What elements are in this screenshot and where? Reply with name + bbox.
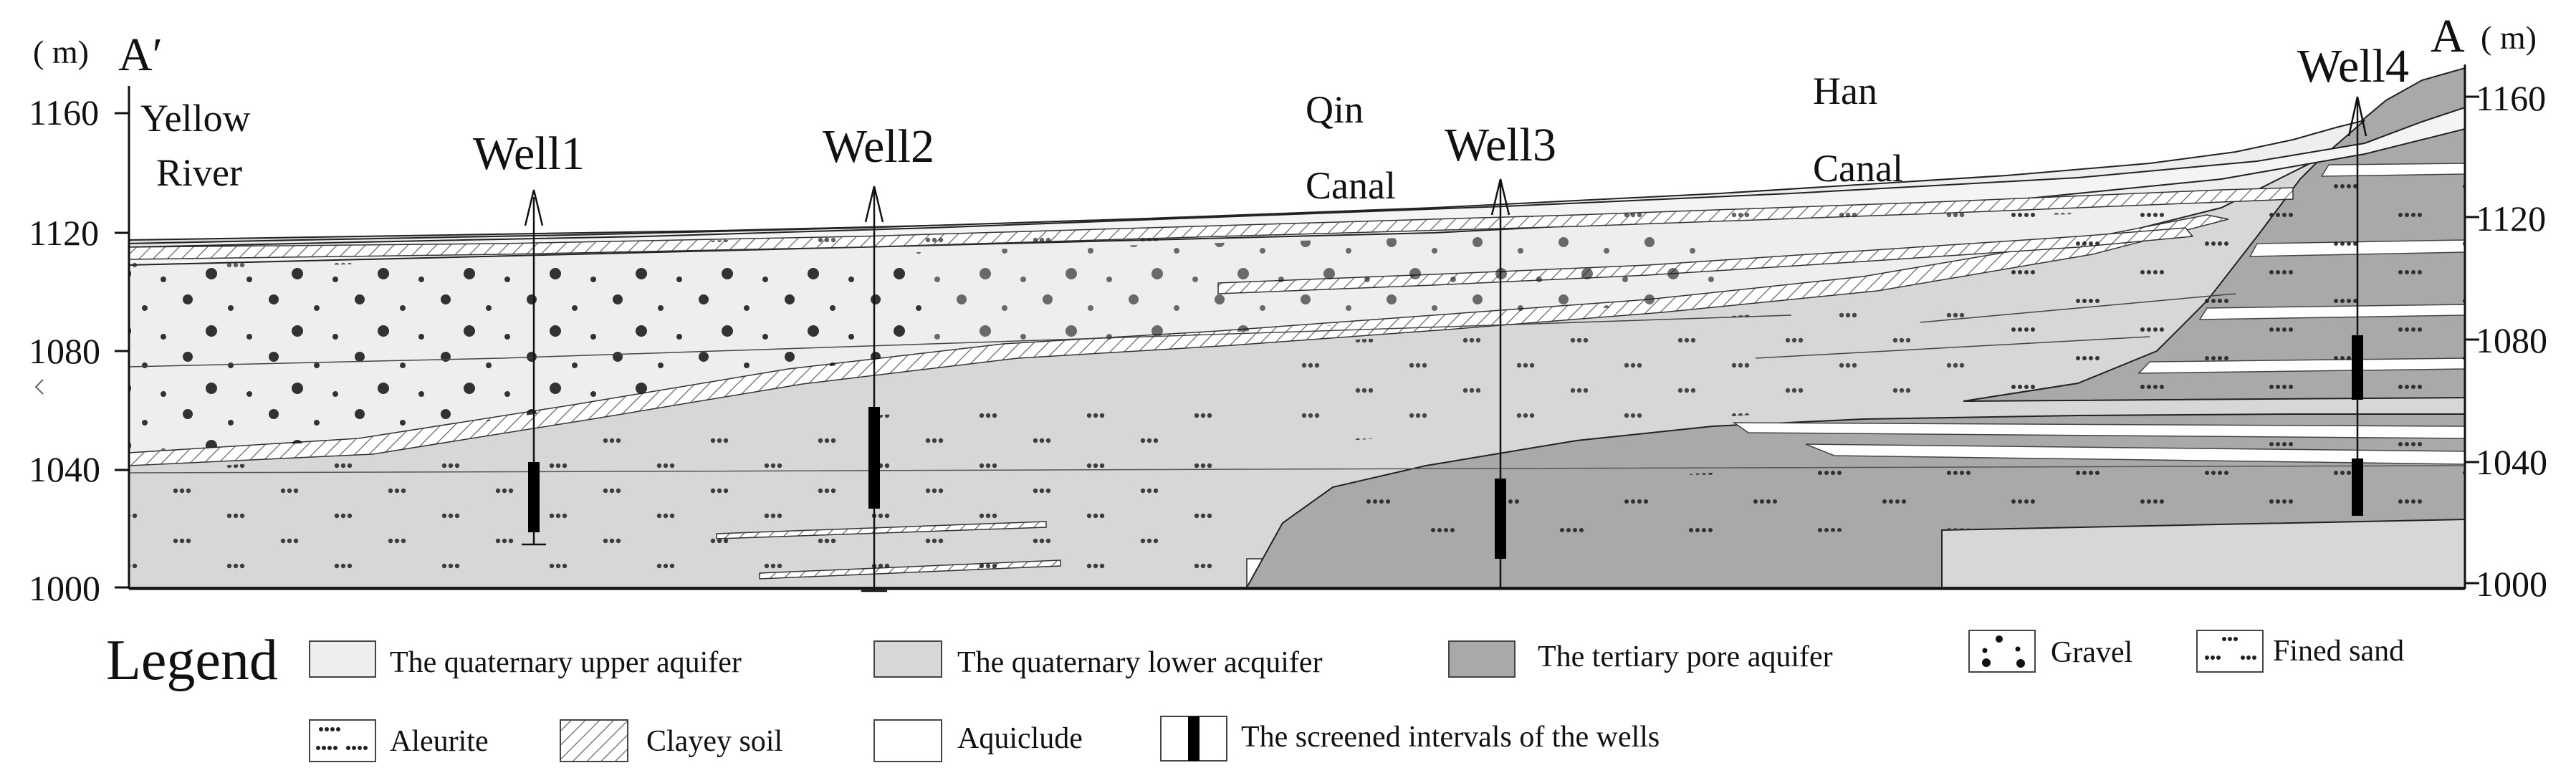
legend-label-clayey-soil: Clayey soil xyxy=(646,725,783,758)
well4-screen-upper xyxy=(2352,335,2363,400)
legend-swatch-clayey-soil xyxy=(560,719,628,762)
right-unit-label: ( m) xyxy=(2481,19,2537,56)
legend-label-tertiary: The tertiary pore aquifer xyxy=(1538,640,1833,673)
legend-swatch-aleurite xyxy=(309,719,376,762)
well3-marker xyxy=(1490,178,1510,589)
well1-label: Well1 xyxy=(473,128,585,180)
right-tick-1160: 1160 xyxy=(2476,78,2547,118)
legend-label-gravel: Gravel xyxy=(2051,636,2133,669)
left-tick-1000: 1000 xyxy=(29,568,100,608)
well2-screen xyxy=(868,407,880,509)
qin-canal-label-line1: Qin xyxy=(1306,88,1364,131)
han-canal-label-line2: Canal xyxy=(1813,147,1903,190)
legend-swatches xyxy=(309,630,2264,762)
left-arrow-icon xyxy=(34,379,44,395)
legend-title: Legend xyxy=(106,629,278,692)
legend-swatch-screen xyxy=(1160,716,1227,762)
legend-swatch-gravel xyxy=(1968,630,2036,673)
right-tick-1040: 1040 xyxy=(2476,442,2547,482)
well1-screen xyxy=(528,462,540,532)
legend-swatch-fined-sand xyxy=(2196,630,2264,673)
well4-label: Well4 xyxy=(2297,40,2409,92)
right-tick-1120: 1120 xyxy=(2476,198,2547,239)
left-tick-1080: 1080 xyxy=(29,331,100,371)
legend-swatch-aquiclude xyxy=(873,719,942,762)
legend-swatch-tertiary xyxy=(1448,640,1516,678)
well2-marker xyxy=(861,186,887,592)
right-section-label: A xyxy=(2431,10,2465,62)
qin-canal-label-line2: Canal xyxy=(1306,164,1396,207)
right-tick-1000: 1000 xyxy=(2476,564,2547,604)
legend-swatch-upper xyxy=(309,640,376,678)
yellow-river-label-line1: Yellow xyxy=(140,97,251,140)
left-axis xyxy=(115,86,130,589)
legend-label-screened-intervals: The screened intervals of the wells xyxy=(1241,721,1660,754)
left-tick-1120: 1120 xyxy=(29,213,100,253)
legend-label-aleurite: Aleurite xyxy=(390,725,489,758)
legend-label-aquiclude: Aquiclude xyxy=(957,722,1083,755)
section-body xyxy=(128,67,2466,588)
left-tick-1040: 1040 xyxy=(29,449,100,489)
legend-label-lower: The quaternary lower acquifer xyxy=(957,646,1323,679)
right-axis xyxy=(2464,64,2479,589)
left-tick-1160: 1160 xyxy=(29,92,100,133)
well3-label: Well3 xyxy=(1445,119,1556,171)
well4-marker xyxy=(2347,96,2367,516)
legend-swatch-lower xyxy=(873,640,942,678)
well1-marker xyxy=(522,189,546,546)
yellow-river-label-line2: River xyxy=(156,151,242,194)
well2-label: Well2 xyxy=(823,120,934,173)
han-canal-label-line1: Han xyxy=(1813,69,1877,112)
well3-screen xyxy=(1495,479,1506,559)
left-section-label: A′ xyxy=(118,29,163,81)
right-tick-1080: 1080 xyxy=(2476,320,2547,360)
well4-screen-lower xyxy=(2352,458,2363,516)
left-unit-label: ( m) xyxy=(33,34,89,70)
legend-label-upper: The quaternary upper aquifer xyxy=(390,646,742,679)
legend-label-fined-sand: Fined sand xyxy=(2273,635,2405,668)
